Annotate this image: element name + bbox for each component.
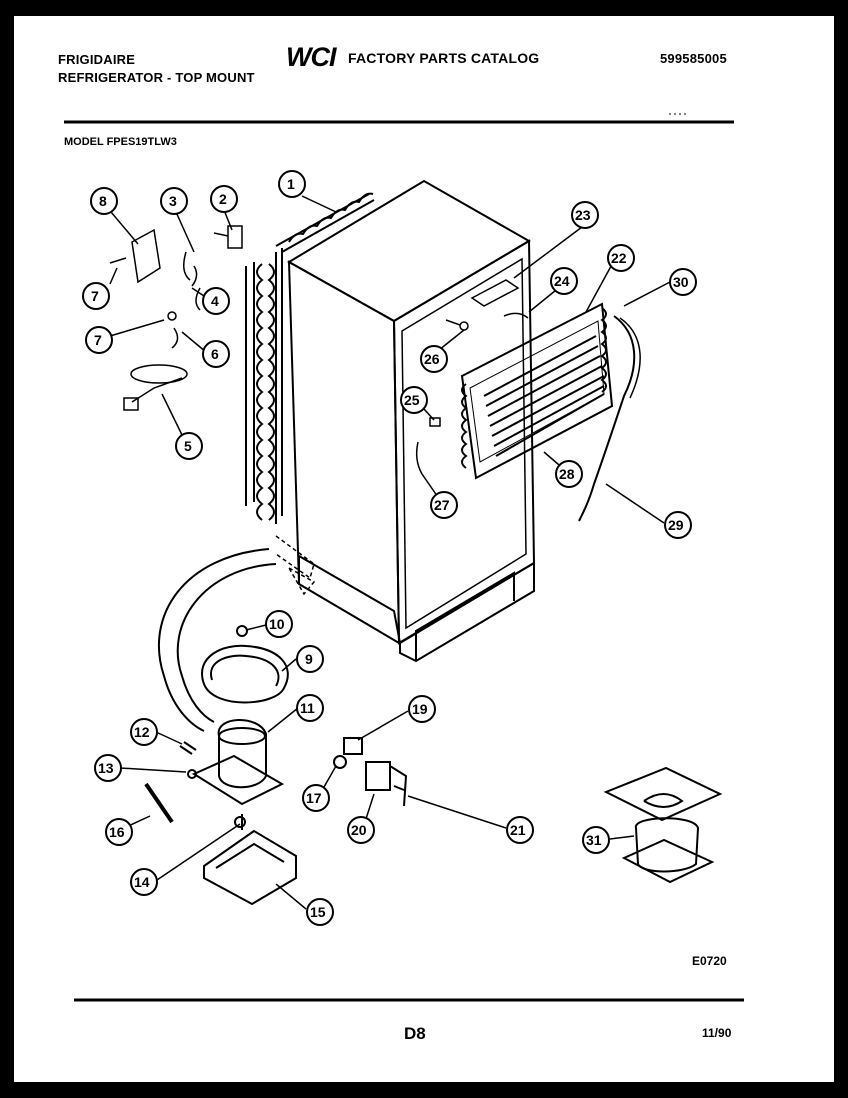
revision-date: 11/90 bbox=[702, 1026, 732, 1040]
callout-27: 27 bbox=[434, 497, 450, 513]
callout-3: 3 bbox=[169, 193, 177, 209]
catalog-title: FACTORY PARTS CATALOG bbox=[348, 50, 540, 66]
wci-logo: WCI bbox=[286, 42, 336, 72]
callout-31: 31 bbox=[586, 832, 602, 848]
compressor-body bbox=[217, 719, 267, 789]
callout-13: 13 bbox=[98, 760, 114, 776]
callout-7b: 7 bbox=[94, 332, 102, 348]
callout-12: 12 bbox=[134, 724, 150, 740]
callout-29: 29 bbox=[668, 517, 684, 533]
callout-14: 14 bbox=[134, 874, 150, 890]
model-number: MODEL FPES19TLW3 bbox=[64, 136, 177, 148]
callout-17: 17 bbox=[306, 790, 322, 806]
defrost-parts bbox=[415, 279, 529, 475]
leader-lines bbox=[109, 195, 671, 910]
diagram-code: E0720 bbox=[692, 954, 727, 968]
condenser-coil bbox=[245, 192, 375, 524]
compressor bbox=[144, 625, 297, 906]
cabinet bbox=[287, 179, 536, 663]
cabinet-top bbox=[287, 179, 531, 323]
callout-7a: 7 bbox=[91, 288, 99, 304]
product-subtitle: REFRIGERATOR - TOP MOUNT bbox=[58, 70, 255, 85]
parts-diagram bbox=[64, 113, 744, 1002]
callout-22: 22 bbox=[611, 250, 627, 266]
callout-2: 2 bbox=[219, 191, 227, 207]
callout-16: 16 bbox=[109, 824, 125, 840]
callout-11: 11 bbox=[300, 700, 315, 716]
drain-hose bbox=[158, 548, 270, 732]
mounting-bracket bbox=[203, 829, 297, 906]
callout-21: 21 bbox=[510, 822, 526, 838]
drip-tray bbox=[201, 644, 289, 704]
harness-wire bbox=[578, 315, 636, 522]
relay-parts bbox=[109, 225, 243, 411]
alt-compressor bbox=[603, 766, 723, 884]
dashed-arrow bbox=[275, 535, 316, 596]
callout-30: 30 bbox=[673, 274, 689, 290]
callout-25: 25 bbox=[404, 392, 420, 408]
callout-5: 5 bbox=[184, 438, 192, 454]
callout-15: 15 bbox=[310, 904, 326, 920]
evaporator bbox=[460, 302, 614, 480]
callout-4: 4 bbox=[211, 293, 219, 309]
callout-1: 1 bbox=[287, 176, 295, 192]
callout-28: 28 bbox=[559, 466, 575, 482]
page-number: D8 bbox=[404, 1024, 426, 1043]
callout-10: 10 bbox=[269, 616, 285, 632]
callout-circles bbox=[82, 170, 697, 926]
callout-19: 19 bbox=[412, 701, 428, 717]
callout-26: 26 bbox=[424, 351, 440, 367]
callout-23: 23 bbox=[575, 207, 591, 223]
catalog-sheet: FRIGIDAIRE REFRIGERATOR - TOP MOUNT WCI … bbox=[14, 16, 834, 1082]
brand-name: FRIGIDAIRE bbox=[58, 52, 136, 67]
catalog-number: 599585005 bbox=[660, 51, 727, 66]
callout-9: 9 bbox=[305, 651, 313, 667]
callout-20: 20 bbox=[351, 822, 367, 838]
callout-8: 8 bbox=[99, 193, 107, 209]
callout-24: 24 bbox=[554, 273, 570, 289]
relay-assembly bbox=[333, 737, 408, 807]
callout-6: 6 bbox=[211, 346, 219, 362]
